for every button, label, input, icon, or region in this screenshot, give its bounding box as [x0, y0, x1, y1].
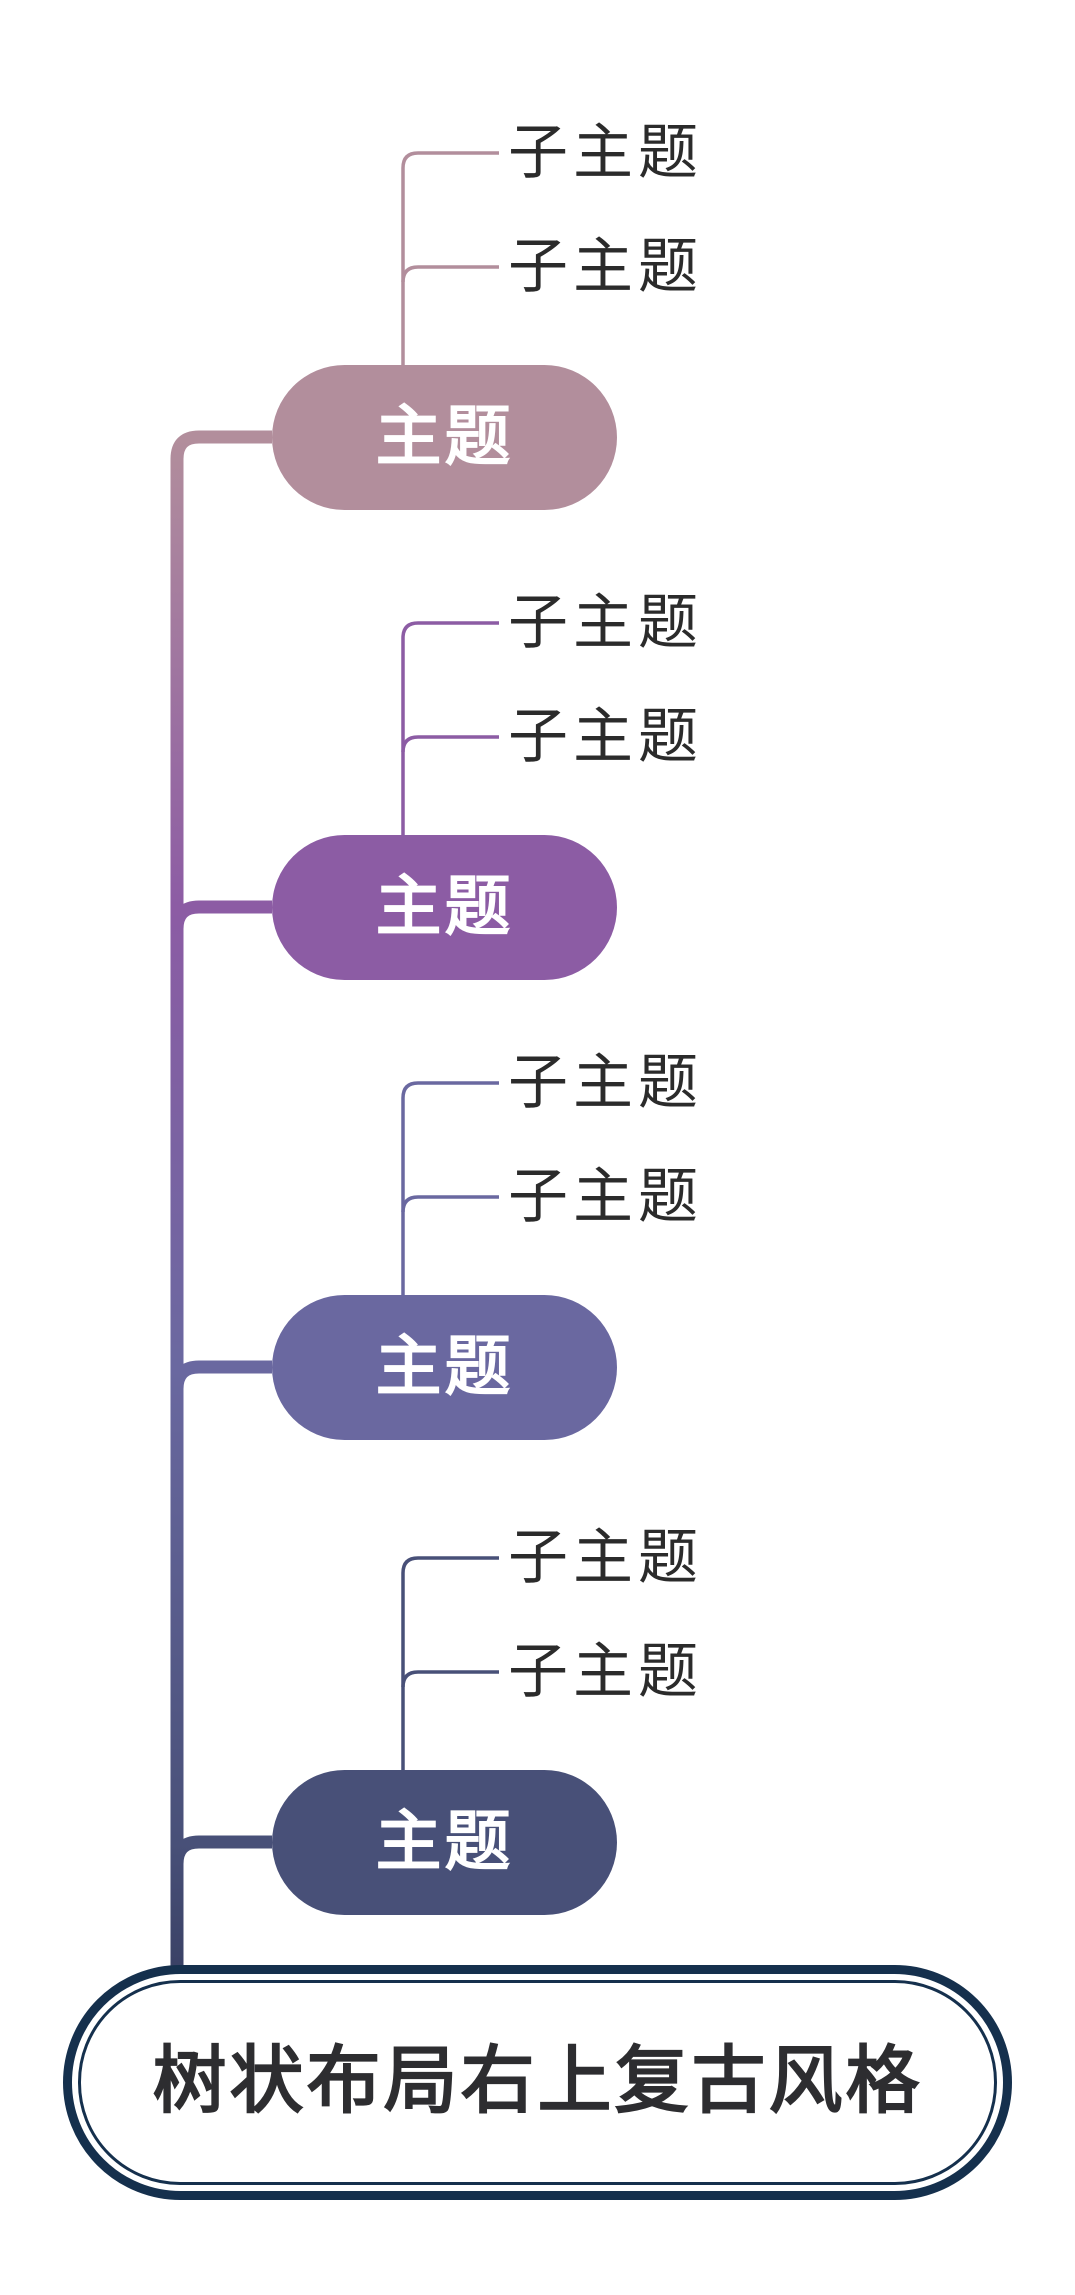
topic-node-label: 主题: [375, 1328, 514, 1403]
subtopic-label[interactable]: 子主题: [508, 590, 703, 656]
topic-node-2[interactable]: 主题: [272, 835, 617, 980]
subtopic-label[interactable]: 子主题: [508, 1050, 703, 1116]
subtopic-label[interactable]: 子主题: [508, 120, 703, 186]
topic-node-4[interactable]: 主题: [272, 1770, 617, 1915]
subtopic-branch-line: [401, 1670, 499, 1688]
trunk-line: [170, 430, 272, 1980]
topic-branch-stub-4: [170, 1835, 272, 1865]
subtopic-branch-line: [401, 735, 499, 753]
subtopic-branch-line: [401, 621, 499, 837]
root-node[interactable]: 树状布局右上复古风格: [63, 1965, 1012, 2200]
topic-node-3[interactable]: 主题: [272, 1295, 617, 1440]
subtopic-branch-line: [401, 265, 499, 283]
subtopic-branch-line: [401, 1081, 499, 1297]
subtopic-label[interactable]: 子主题: [508, 704, 703, 770]
subtopic-label[interactable]: 子主题: [508, 234, 703, 300]
topic-node-1[interactable]: 主题: [272, 365, 617, 510]
subtopic-branch-line: [401, 1195, 499, 1213]
subtopic-branch-line: [401, 1556, 499, 1772]
topic-node-label: 主题: [375, 398, 514, 473]
subtopic-branch-line: [401, 151, 499, 367]
subtopic-label[interactable]: 子主题: [508, 1639, 703, 1705]
root-node-label: 树状布局右上复古风格: [152, 2038, 923, 2122]
topic-branch-stub-3: [170, 1360, 272, 1390]
subtopic-label[interactable]: 子主题: [508, 1525, 703, 1591]
topic-node-label: 主题: [375, 868, 514, 943]
root-node-inner-ring: 树状布局右上复古风格: [78, 1980, 997, 2185]
topic-node-label: 主题: [375, 1803, 514, 1878]
subtopic-label[interactable]: 子主题: [508, 1164, 703, 1230]
topic-branch-stub-2: [170, 900, 272, 930]
